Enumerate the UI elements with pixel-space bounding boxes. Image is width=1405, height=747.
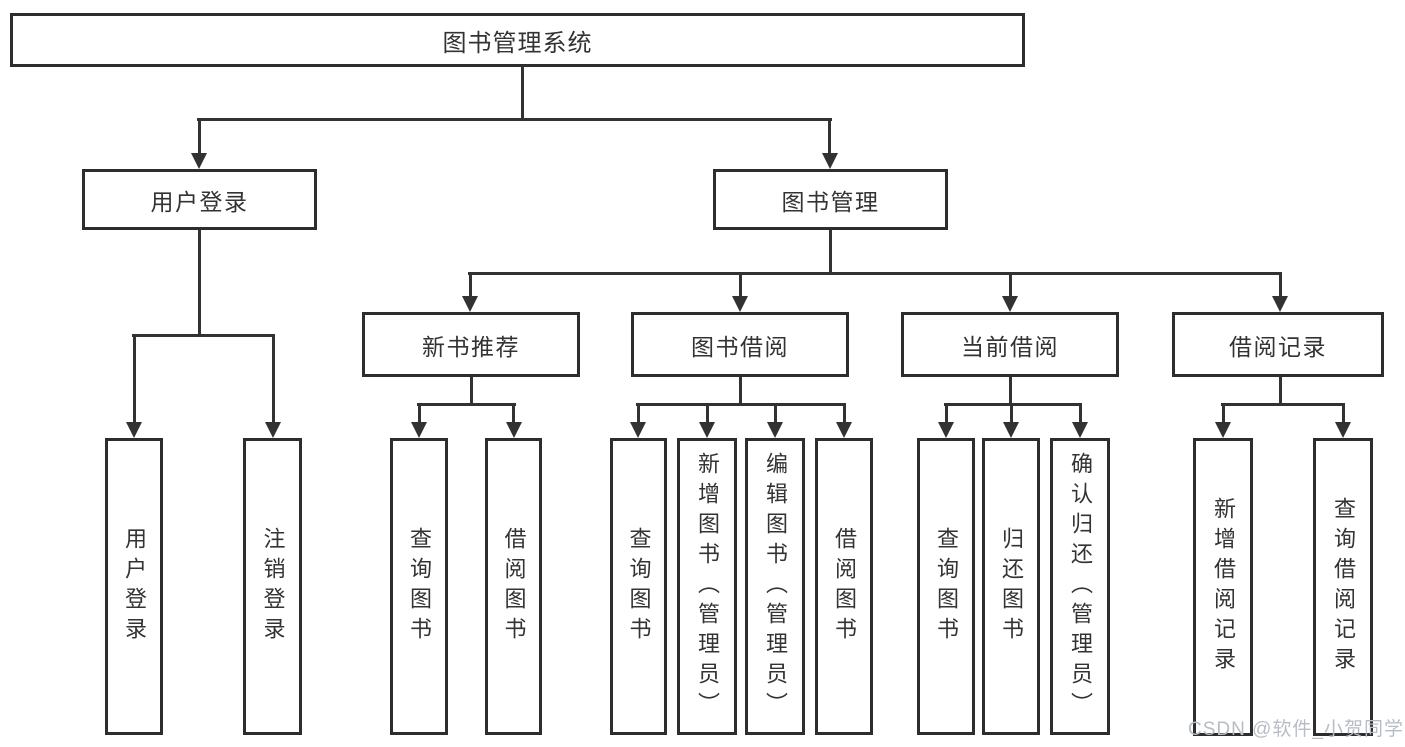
arrowhead-leaf-user-login: [126, 422, 142, 438]
arrowhead-borrow-books-1: [506, 422, 522, 438]
leaf-return-books: 归还图书: [982, 438, 1040, 735]
arrowhead-add-books: [699, 422, 715, 438]
connector-to-book-borrow: [739, 272, 742, 298]
connector-to-leaf-logout: [272, 334, 275, 422]
arrowhead-borrow-records: [1272, 296, 1288, 312]
connector-to-book-management: [828, 118, 831, 155]
leaf-edit-books-admin-label: 编辑图书（管理员）: [763, 451, 788, 722]
connector-new-book-stem: [470, 377, 473, 406]
connector-to-query-books-2: [637, 403, 640, 424]
connector-to-borrow-books-2: [843, 403, 846, 424]
leaf-query-books-recommend-label: 查询图书: [407, 526, 432, 647]
node-borrow-records: 借阅记录: [1172, 312, 1384, 377]
arrowhead-query-books-2: [630, 422, 646, 438]
leaf-query-books-current: 查询图书: [917, 438, 975, 735]
connector-current-borrow-crossbar: [944, 403, 1082, 406]
connector-book-management-stem: [829, 230, 832, 275]
leaf-query-books-borrow-label: 查询图书: [626, 526, 652, 647]
node-book-management: 图书管理: [713, 169, 948, 230]
leaf-add-borrow-record: 新增借阅记录: [1193, 438, 1253, 736]
leaf-confirm-return-admin-label: 确认归还（管理员）: [1068, 451, 1093, 722]
arrowhead-user-login: [191, 153, 207, 169]
connector-to-confirm-return: [1079, 403, 1082, 424]
connector-to-current-borrow: [1009, 272, 1012, 298]
leaf-add-books-admin-label: 新增图书（管理员）: [695, 451, 720, 722]
connector-user-login-crossbar: [132, 334, 275, 337]
leaf-logout: 注销登录: [243, 438, 302, 735]
connector-to-add-books: [706, 403, 709, 424]
csdn-watermark: CSDN @软件_小贺同学: [1188, 719, 1404, 740]
connector-root-stem: [521, 65, 524, 120]
node-library-management-system: 图书管理系统: [10, 13, 1025, 67]
leaf-user-login-label: 用户登录: [122, 526, 147, 647]
connector-user-login-stem: [198, 230, 201, 337]
connector-to-query-books-3: [945, 403, 948, 424]
leaf-query-borrow-record-label: 查询借阅记录: [1331, 497, 1356, 677]
connector-to-add-record: [1222, 403, 1225, 424]
leaf-borrow-books: 借阅图书: [815, 438, 873, 735]
arrowhead-query-record: [1335, 422, 1351, 438]
arrowhead-leaf-logout: [265, 422, 281, 438]
connector-to-query-record: [1342, 403, 1345, 424]
leaf-query-books-current-label: 查询图书: [934, 526, 959, 647]
connector-borrow-records-crossbar: [1221, 403, 1345, 406]
leaf-logout-label: 注销登录: [260, 526, 286, 647]
arrowhead-query-books-1: [411, 422, 427, 438]
leaf-query-borrow-record: 查询借阅记录: [1313, 438, 1373, 736]
connector-new-book-crossbar: [417, 403, 516, 406]
arrowhead-borrow-books-2: [836, 422, 852, 438]
connector-to-new-book: [469, 272, 472, 298]
arrowhead-new-book: [462, 296, 478, 312]
arrowhead-book-management: [822, 153, 838, 169]
arrowhead-return-books: [1003, 422, 1019, 438]
connector-to-borrow-records: [1279, 272, 1282, 298]
node-current-borrow: 当前借阅: [901, 312, 1119, 377]
arrowhead-edit-books: [767, 422, 783, 438]
connector-book-borrow-crossbar: [636, 403, 846, 406]
leaf-add-books-admin: 新增图书（管理员）: [677, 438, 737, 735]
connector-borrow-records-stem: [1279, 377, 1282, 406]
leaf-edit-books-admin: 编辑图书（管理员）: [745, 438, 805, 735]
connector-current-borrow-stem: [1009, 377, 1012, 406]
arrowhead-confirm-return: [1072, 422, 1088, 438]
leaf-borrow-books-recommend: 借阅图书: [485, 438, 542, 735]
leaf-add-borrow-record-label: 新增借阅记录: [1211, 497, 1236, 677]
leaf-return-books-label: 归还图书: [999, 526, 1024, 647]
arrowhead-book-borrow: [732, 296, 748, 312]
connector-to-query-books-1: [418, 403, 421, 424]
connector-book-borrow-stem: [739, 377, 742, 406]
connector-book-management-crossbar: [468, 272, 1282, 275]
connector-root-crossbar: [197, 118, 832, 121]
arrowhead-query-books-3: [938, 422, 954, 438]
connector-to-return-books: [1010, 403, 1013, 424]
arrowhead-current-borrow: [1002, 296, 1018, 312]
node-book-borrow: 图书借阅: [631, 312, 849, 377]
leaf-borrow-books-recommend-label: 借阅图书: [501, 526, 527, 647]
connector-to-leaf-user-login: [133, 334, 136, 422]
leaf-query-books-recommend: 查询图书: [390, 438, 448, 735]
arrowhead-add-record: [1215, 422, 1231, 438]
node-new-book-recommend: 新书推荐: [362, 312, 580, 377]
connector-to-user-login: [198, 118, 201, 155]
leaf-query-books-borrow: 查询图书: [610, 438, 667, 735]
connector-to-borrow-books-1: [512, 403, 515, 424]
connector-to-edit-books: [774, 403, 777, 424]
leaf-user-login: 用户登录: [105, 438, 163, 735]
node-user-login: 用户登录: [82, 169, 317, 230]
leaf-confirm-return-admin: 确认归还（管理员）: [1050, 438, 1110, 735]
leaf-borrow-books-label: 借阅图书: [832, 526, 857, 647]
